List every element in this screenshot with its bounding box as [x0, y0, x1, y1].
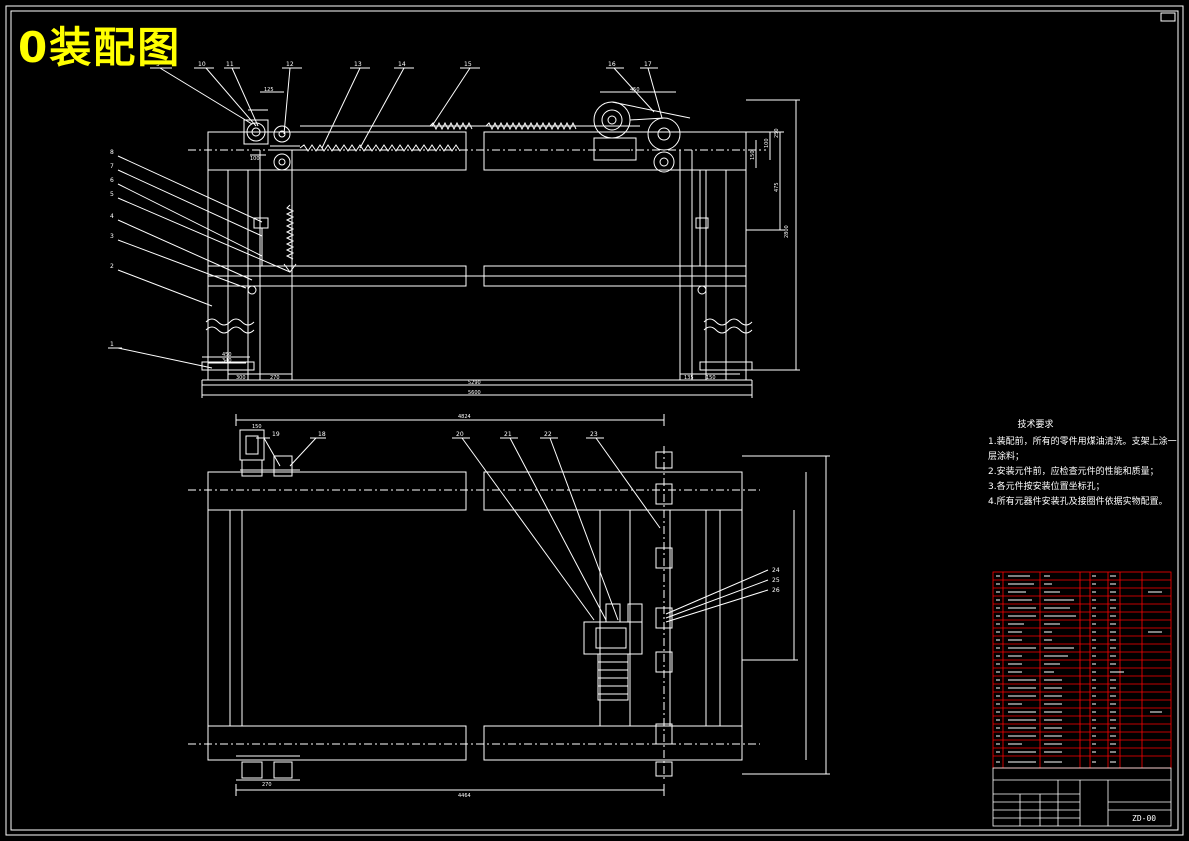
note-line-4: 3.各元件按安装位置坐标孔； — [988, 482, 1105, 492]
dim-top-b: 100 — [250, 156, 260, 162]
dim-left-d: 270 — [270, 375, 280, 381]
callout-13: 13 — [354, 61, 362, 68]
drawing-number: ZD-00 — [1132, 814, 1157, 823]
dim-left-c: 300 — [236, 375, 246, 381]
dim-height-r4: 475 — [774, 182, 780, 192]
callout-5: 5 — [110, 191, 114, 198]
callout-4: 4 — [110, 213, 114, 220]
sheet-border-outer — [5, 5, 1184, 836]
dim-left-sp: 270 — [262, 782, 272, 788]
notes-heading: 技术要求 — [1017, 420, 1054, 430]
note-line-1: 1.装配前，所有的零件用煤油清洗。支架上涂一 — [988, 437, 1177, 447]
callout-23: 23 — [590, 431, 598, 438]
callout-7: 7 — [110, 163, 114, 170]
sheet-border-inner — [10, 10, 1179, 831]
title-block — [992, 767, 1172, 827]
callout-25: 25 — [772, 577, 780, 584]
front-view — [108, 67, 800, 398]
dim-right-b: 150 — [706, 375, 716, 381]
note-line-5: 4.所有元器件安装孔及接圈件依据实物配置。 — [988, 497, 1168, 507]
callout-6: 6 — [110, 177, 114, 184]
callout-24: 24 — [772, 567, 780, 574]
callout-21: 21 — [504, 431, 512, 438]
callout-20: 20 — [456, 431, 464, 438]
callout-10: 10 — [198, 61, 206, 68]
dim-top-c: 450 — [630, 87, 640, 93]
corner-mark — [1160, 12, 1176, 22]
dim-right-a: 135 — [684, 375, 694, 381]
callout-19: 19 — [272, 431, 280, 438]
callout-14: 14 — [398, 61, 406, 68]
note-line-2: 层涂料； — [988, 452, 1025, 462]
callout-1: 1 — [110, 341, 114, 348]
callout-11: 11 — [226, 61, 234, 68]
callout-17: 17 — [644, 61, 652, 68]
dim-height-r1: 250 — [774, 128, 780, 138]
technical-requirements: 技术要求 1.装配前，所有的零件用煤油清洗。支架上涂一 层涂料； 2.安装元件前… — [988, 418, 1177, 510]
bom-entries — [996, 575, 1162, 763]
dims-bottom: 4824 4464 150 270 — [252, 414, 471, 799]
dim-top-a: 125 — [264, 87, 274, 93]
dim-bottom-width: 4464 — [458, 793, 471, 799]
callout-8: 8 — [110, 149, 114, 156]
dim-left-w: 150 — [252, 424, 262, 430]
plan-view — [188, 414, 830, 796]
dim-height-r2: 100 — [764, 138, 770, 148]
dims-top: 5290 5600 450 340 300 270 135 150 125 10… — [222, 87, 790, 396]
callout-9: 9 — [156, 61, 160, 68]
dim-top-width: 4824 — [458, 414, 471, 420]
dim-left-a: 450 — [222, 352, 232, 358]
callout-22: 22 — [544, 431, 552, 438]
callout-3: 3 — [110, 233, 114, 240]
dim-width-outer: 5600 — [468, 390, 481, 396]
note-line-3: 2.安装元件前，应检查元件的性能和质量； — [988, 467, 1159, 477]
callout-2: 2 — [110, 263, 114, 270]
callout-18: 18 — [318, 431, 326, 438]
bom-table — [992, 571, 1172, 769]
callouts-top: 1 2 3 4 5 6 7 8 9 10 11 12 13 14 15 16 1… — [110, 61, 652, 348]
callouts-bottom: 18 19 20 21 22 23 24 25 26 — [272, 431, 780, 594]
callout-15: 15 — [464, 61, 472, 68]
drawing-title: 0装配图 — [18, 23, 182, 72]
dim-left-b: 340 — [222, 358, 232, 364]
dim-height-r3: 150 — [750, 150, 756, 160]
callout-26: 26 — [772, 587, 780, 594]
callout-12: 12 — [286, 61, 294, 68]
dim-width-inner: 5290 — [468, 380, 481, 386]
callout-16: 16 — [608, 61, 616, 68]
dim-height-main: 2800 — [784, 225, 790, 238]
